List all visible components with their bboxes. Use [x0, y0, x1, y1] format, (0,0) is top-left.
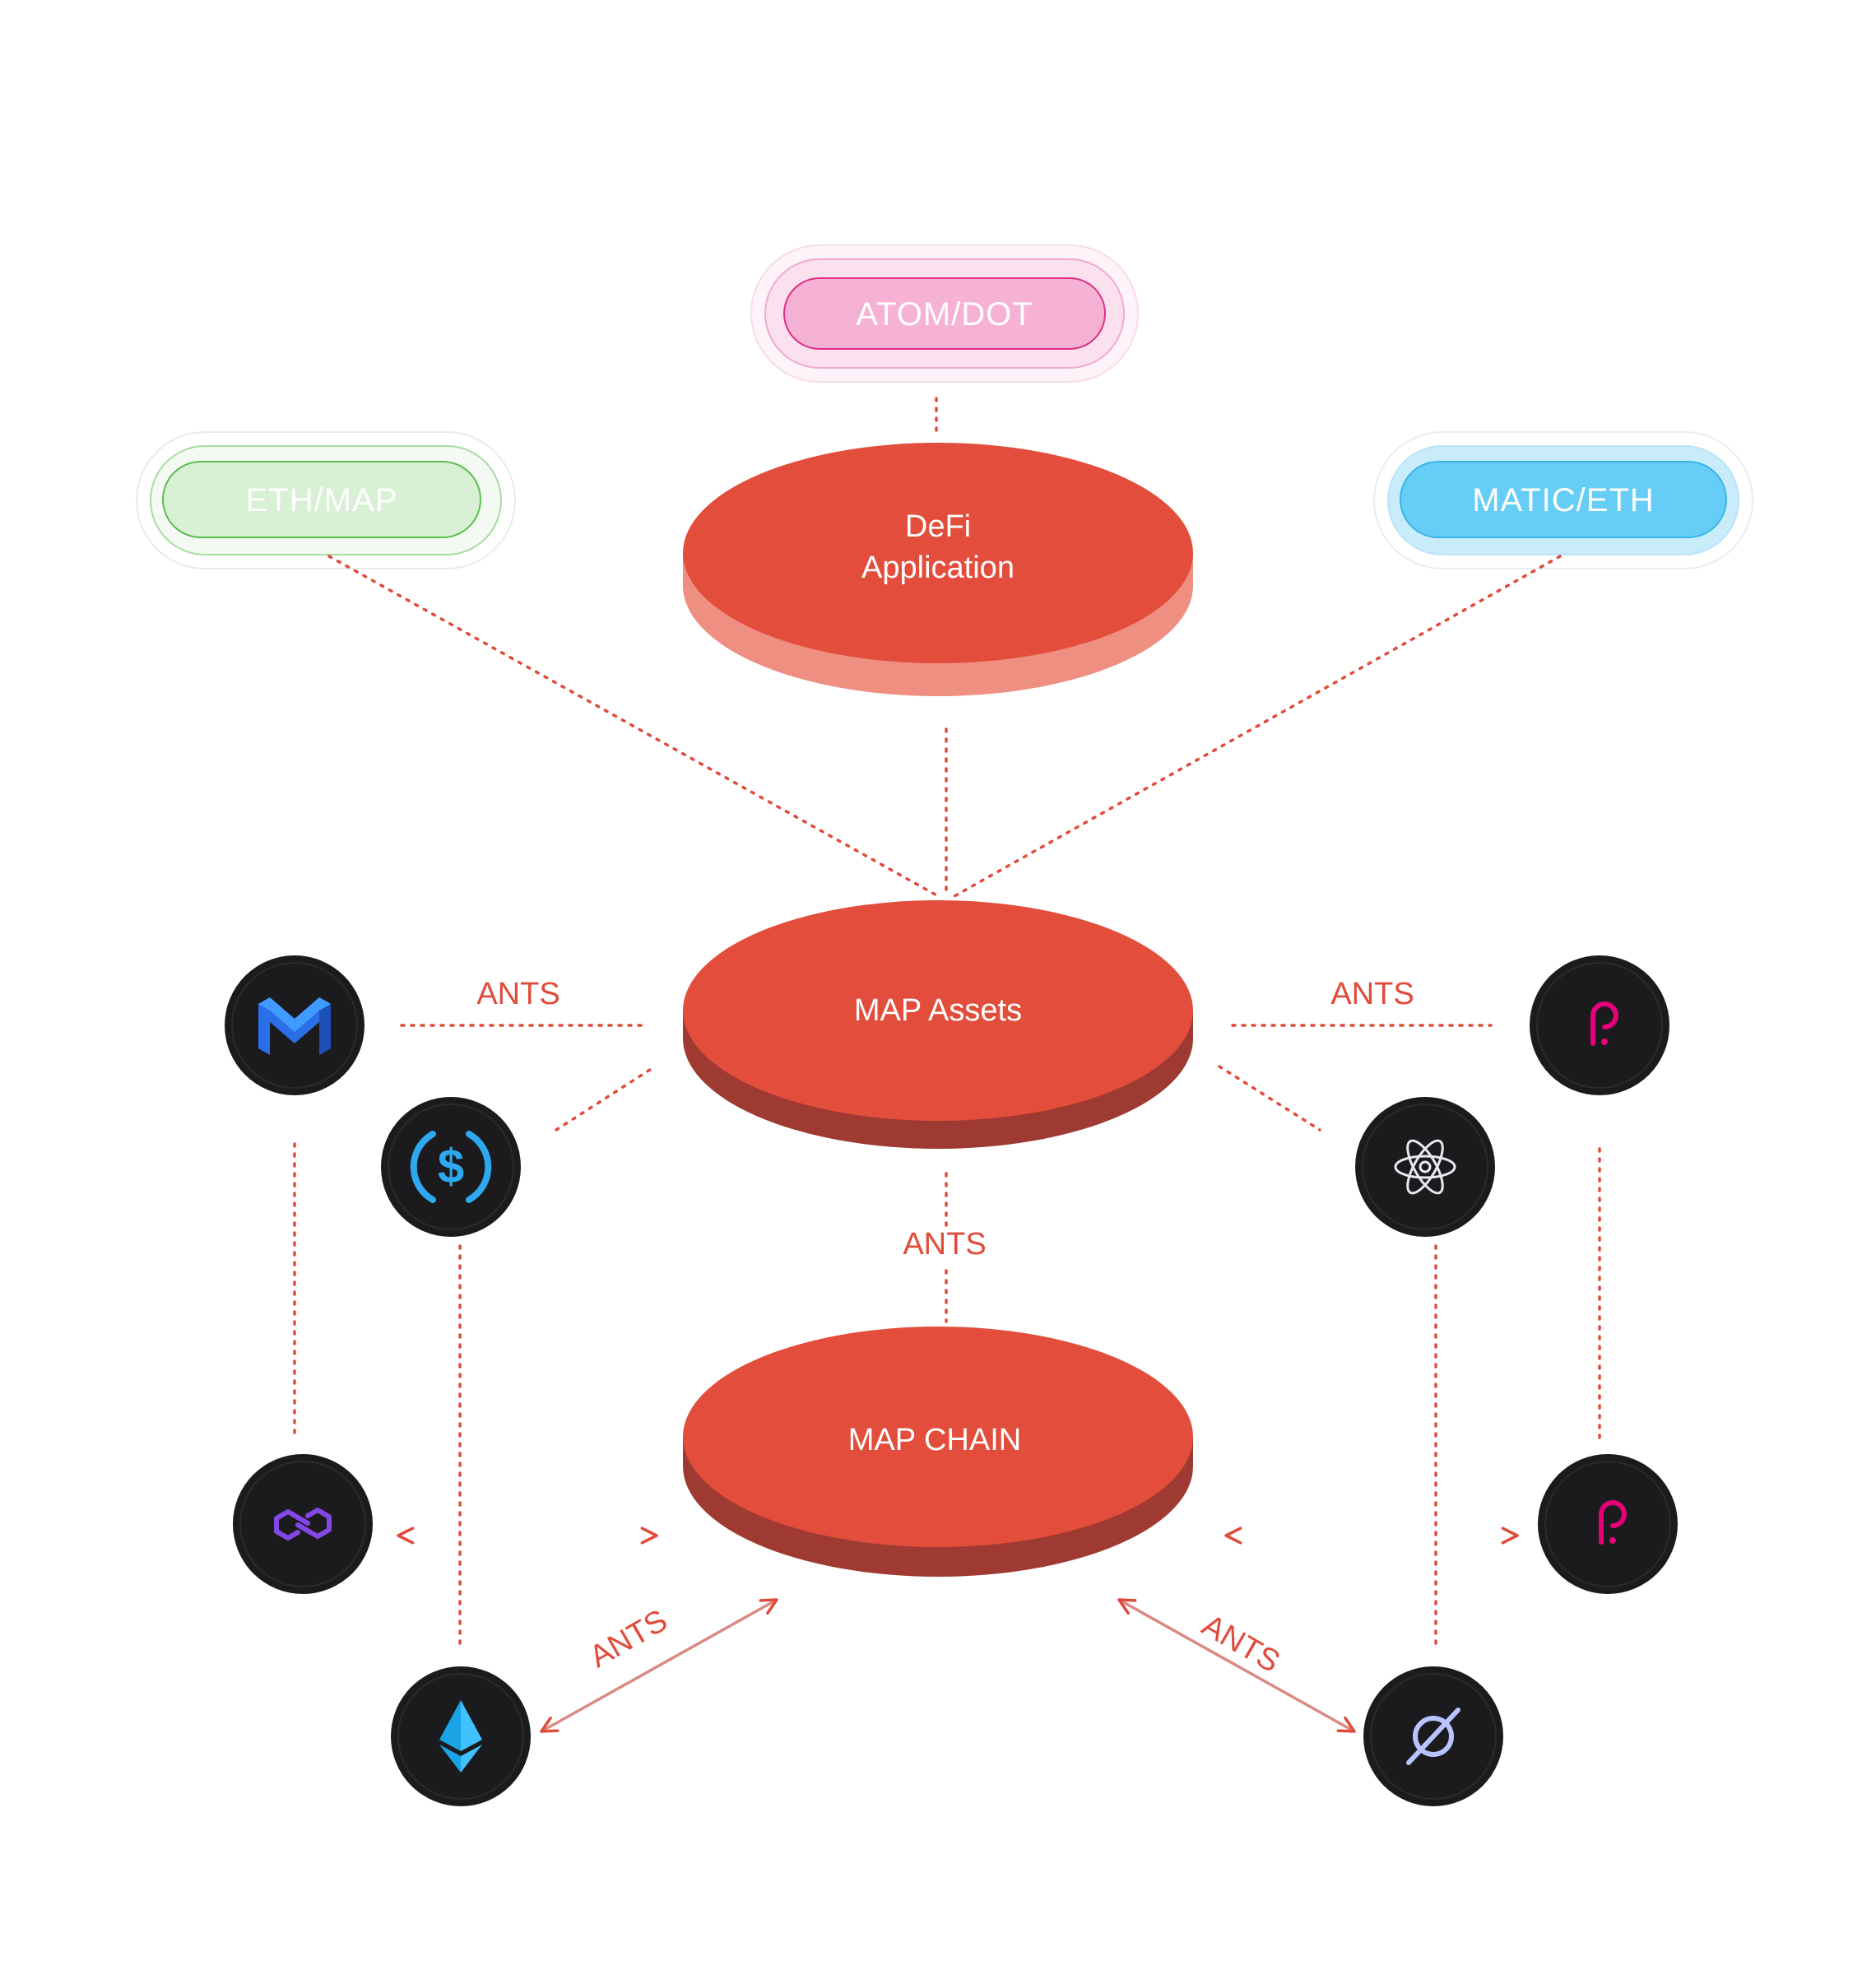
ethereum-icon[interactable] [391, 1666, 531, 1806]
connector-lines [293, 397, 1601, 1647]
arrow-eth-chain [540, 1598, 778, 1733]
node-defi-application[interactable]: DeFi Application [683, 443, 1193, 696]
pair-pill-matic-eth[interactable]: MATIC/ETH [1373, 431, 1753, 569]
bridge-arrows [397, 1527, 1519, 1733]
usdc-icon[interactable]: $ [381, 1097, 521, 1237]
pair-label-eth-map: ETH/MAP [246, 482, 398, 518]
polygon-icon[interactable] [233, 1454, 373, 1594]
matic-network-icon[interactable] [225, 955, 365, 1095]
line-usdc-to-assets [555, 1065, 657, 1132]
link-label-assets-left: ANTS [476, 977, 560, 1011]
cosmos-atom-icon[interactable] [1355, 1097, 1495, 1237]
pair-label-matic-eth: MATIC/ETH [1472, 482, 1655, 518]
polkadot-icon[interactable] [1538, 1454, 1678, 1594]
line-ethmap-to-assets [327, 555, 941, 899]
link-label-assets-chain: ANTS [903, 1227, 986, 1262]
node-defi-title: DeFi [905, 509, 971, 544]
node-map-chain[interactable]: MAP CHAIN [683, 1327, 1193, 1577]
node-chain-label: MAP CHAIN [848, 1423, 1021, 1457]
pair-pill-atom-dot[interactable]: ATOM/DOT [750, 244, 1139, 383]
pair-pill-eth-map[interactable]: ETH/MAP [136, 431, 516, 569]
line-maticeth-to-assets [951, 555, 1562, 899]
polkadot-icon[interactable] [1530, 955, 1669, 1095]
line-assets-to-atom [1218, 1065, 1321, 1132]
node-assets-label: MAP Assets [854, 993, 1022, 1028]
node-defi-subtitle: Application [861, 551, 1015, 585]
node-map-assets[interactable]: MAP Assets [683, 900, 1193, 1149]
null-crossed-circle-icon[interactable] [1363, 1666, 1503, 1806]
arrow-chain-null [1117, 1598, 1356, 1733]
svg-text:$: $ [438, 1140, 464, 1193]
pair-label-atom-dot: ATOM/DOT [856, 296, 1033, 332]
link-label-assets-right: ANTS [1330, 977, 1414, 1011]
